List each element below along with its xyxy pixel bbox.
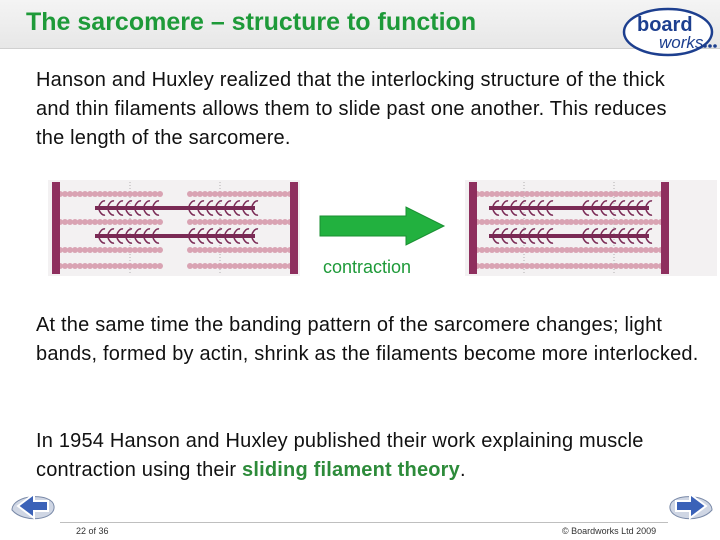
boardworks-logo: board works <box>622 7 717 57</box>
copyright-text: © Boardworks Ltd 2009 <box>562 526 657 536</box>
sarcomere-contracted-diagram <box>465 180 717 276</box>
arrow-left-icon <box>16 492 49 520</box>
theory-paragraph: In 1954 Hanson and Huxley published thei… <box>36 427 706 485</box>
slide-number: 22 of 36 <box>76 526 109 536</box>
sarcomere-relaxed-diagram <box>48 180 300 276</box>
theory-text-suffix: . <box>460 459 466 481</box>
sliding-filament-theory-term: sliding filament theory <box>242 459 460 481</box>
previous-slide-button[interactable] <box>6 486 58 526</box>
next-slide-button[interactable] <box>666 486 718 526</box>
theory-text-prefix: In 1954 Hanson and Huxley published thei… <box>36 430 644 481</box>
intro-paragraph: Hanson and Huxley realized that the inte… <box>36 69 667 149</box>
contraction-arrow-icon <box>319 206 446 246</box>
contraction-label: contraction <box>323 257 412 277</box>
logo-text-bottom: works <box>659 33 704 52</box>
footer-divider <box>60 522 668 523</box>
logo-text-top: board <box>637 14 693 36</box>
arrow-right-icon <box>675 492 708 520</box>
slide-title: The sarcomere – structure to function <box>26 8 477 36</box>
banding-paragraph: At the same time the banding pattern of … <box>36 314 699 365</box>
title-bar: The sarcomere – structure to function <box>0 0 720 49</box>
